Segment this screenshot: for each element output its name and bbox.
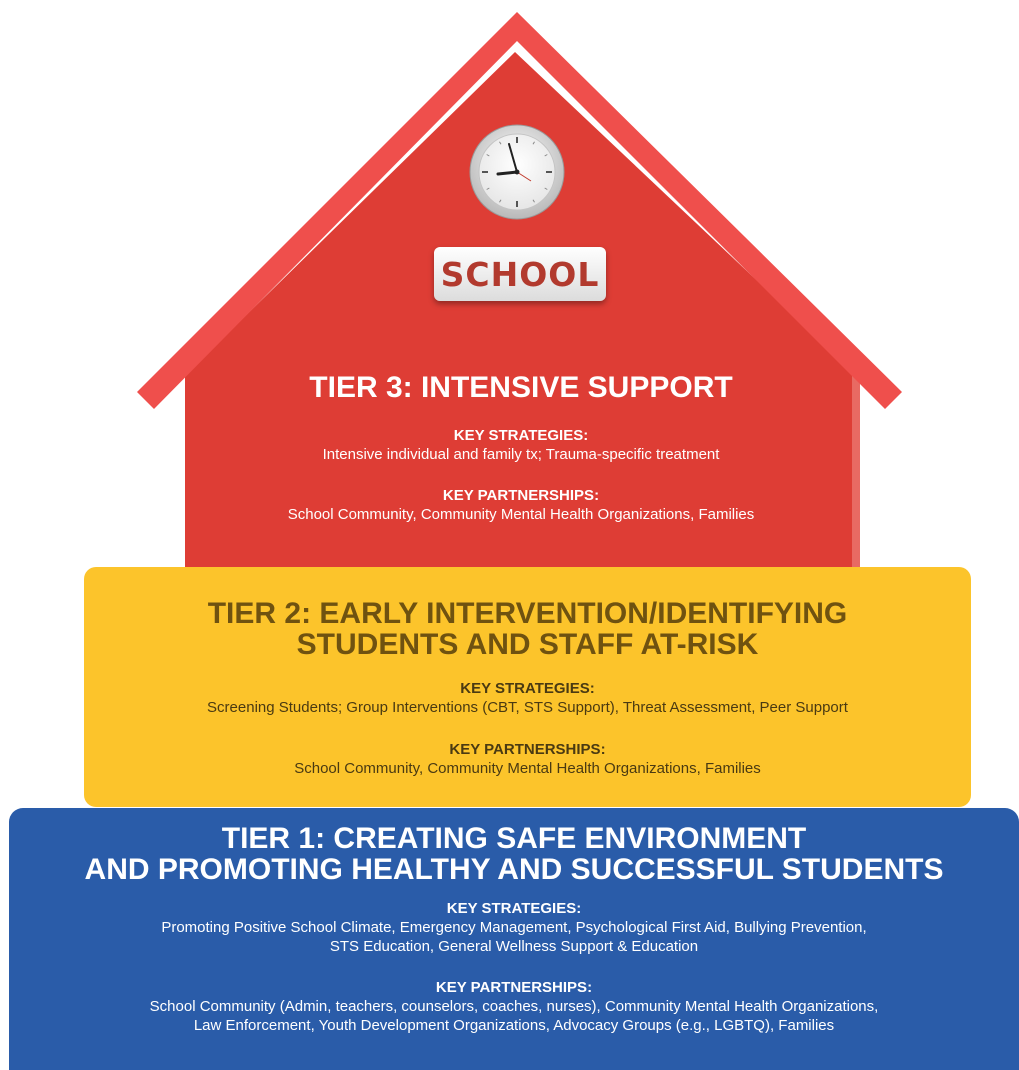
tier-3-partnerships: School Community, Community Mental Healt… — [287, 506, 755, 523]
tier-3-strategies-label: KEY STRATEGIES: — [453, 427, 589, 444]
house-wall-edge — [852, 375, 860, 568]
tier-2-strategies: Screening Students; Group Interventions … — [207, 699, 848, 716]
tier-1-title-line-2: AND PROMOTING HEALTHY AND SUCCESSFUL STU… — [84, 853, 944, 886]
tier-1-section: TIER 1: CREATING SAFE ENVIRONMENT AND PR… — [9, 808, 1019, 1070]
school-sign-label: SCHOOL — [440, 254, 600, 294]
school-sign: SCHOOL — [434, 247, 606, 301]
tier-2-title-line-2: STUDENTS AND STAFF AT-RISK — [296, 628, 759, 661]
tier-3-title: TIER 3: INTENSIVE SUPPORT — [309, 371, 733, 404]
tier-1-title-line-1: TIER 1: CREATING SAFE ENVIRONMENT — [221, 822, 807, 855]
tier-3-section: TIER 3: INTENSIVE SUPPORT KEY STRATEGIES… — [185, 372, 857, 524]
tier-1-partnerships-line-2: Law Enforcement, Youth Development Organ… — [193, 1017, 835, 1034]
tier-1-strategies-line-1: Promoting Positive School Climate, Emerg… — [161, 919, 867, 936]
tier-3-strategies: Intensive individual and family tx; Trau… — [322, 446, 720, 463]
tier-2-partnerships-label: KEY PARTNERSHIPS: — [449, 741, 606, 758]
clock-icon — [469, 124, 565, 220]
tier-1-strategies-label: KEY STRATEGIES: — [446, 900, 582, 917]
tier-2-title-line-1: TIER 2: EARLY INTERVENTION/IDENTIFYING — [207, 597, 848, 630]
tier-1-partnerships-line-1: School Community (Admin, teachers, couns… — [149, 998, 879, 1015]
tier-2-partnerships: School Community, Community Mental Healt… — [294, 760, 761, 777]
tier-1-partnerships-label: KEY PARTNERSHIPS: — [435, 979, 593, 996]
tier-2-section: TIER 2: EARLY INTERVENTION/IDENTIFYING S… — [84, 567, 971, 807]
tier-3-partnerships-label: KEY PARTNERSHIPS: — [442, 487, 600, 504]
tier-1-strategies-line-2: STS Education, General Wellness Support … — [329, 938, 699, 955]
tier-2-strategies-label: KEY STRATEGIES: — [460, 680, 595, 697]
house-wall — [185, 52, 857, 568]
